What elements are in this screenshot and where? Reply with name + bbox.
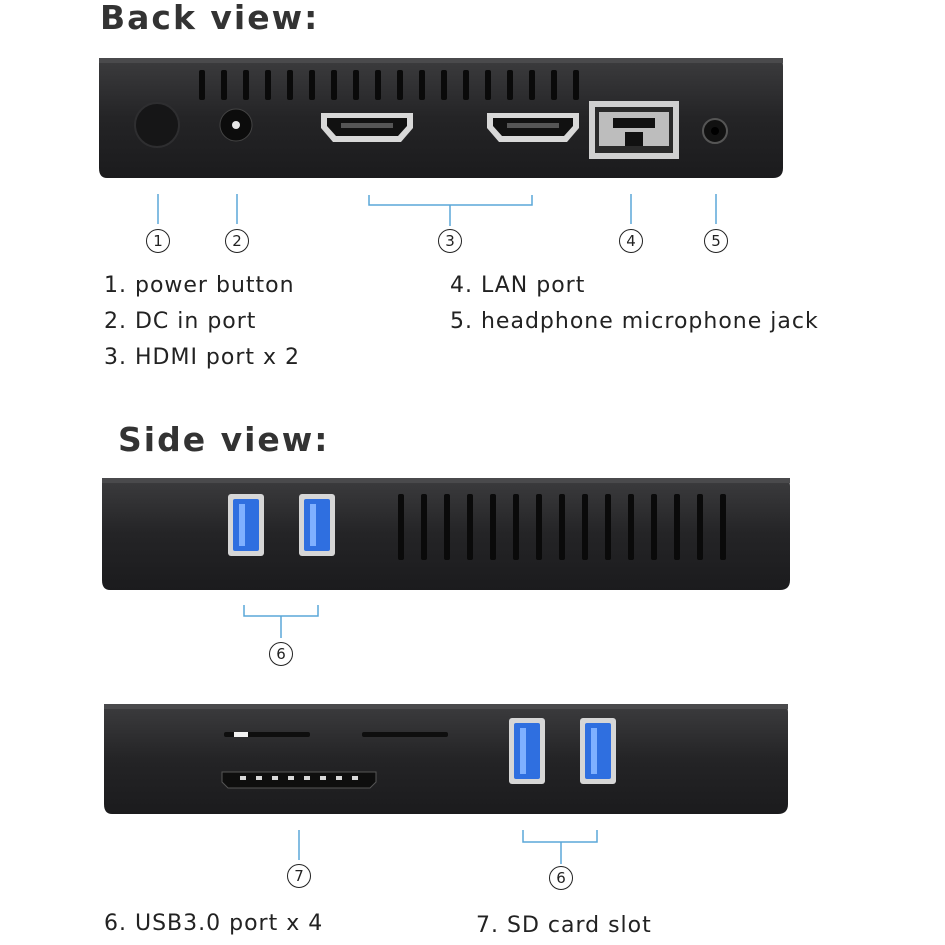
side-view-device-top <box>102 478 790 590</box>
hdmi-port-1 <box>321 113 413 142</box>
label-power-button: 1. power button <box>104 273 295 298</box>
label-lan-port: 4. LAN port <box>450 273 586 298</box>
usb-port-4 <box>580 718 616 784</box>
usb-port-2 <box>299 494 335 556</box>
callout-1: 1 <box>146 229 170 253</box>
label-dc-in-port: 2. DC in port <box>104 309 257 334</box>
hdmi-port-2 <box>487 113 579 142</box>
side-view-device-bottom <box>104 704 788 814</box>
label-usb-ports: 6. USB3.0 port x 4 <box>104 911 324 936</box>
callout-6-top: 6 <box>269 642 293 666</box>
callout-3: 3 <box>438 229 462 253</box>
label-sd-card-slot: 7. SD card slot <box>476 913 652 938</box>
sd-card-slot <box>221 771 377 789</box>
power-button <box>134 102 180 148</box>
label-hdmi-port: 3. HDMI port x 2 <box>104 345 301 370</box>
usb-port-3 <box>509 718 545 784</box>
led-indicator <box>224 732 310 737</box>
ir-window <box>362 732 448 737</box>
usb-port-1 <box>228 494 264 556</box>
callout-5: 5 <box>704 229 728 253</box>
callout-6-bottom: 6 <box>549 866 573 890</box>
back-view-device <box>99 58 783 178</box>
callout-4: 4 <box>619 229 643 253</box>
back-view-heading: Back view: <box>100 0 320 37</box>
callout-7: 7 <box>287 864 311 888</box>
label-headphone-jack: 5. headphone microphone jack <box>450 309 819 334</box>
callout-2: 2 <box>225 229 249 253</box>
lan-port <box>589 101 679 159</box>
side-view-heading: Side view: <box>118 420 330 459</box>
